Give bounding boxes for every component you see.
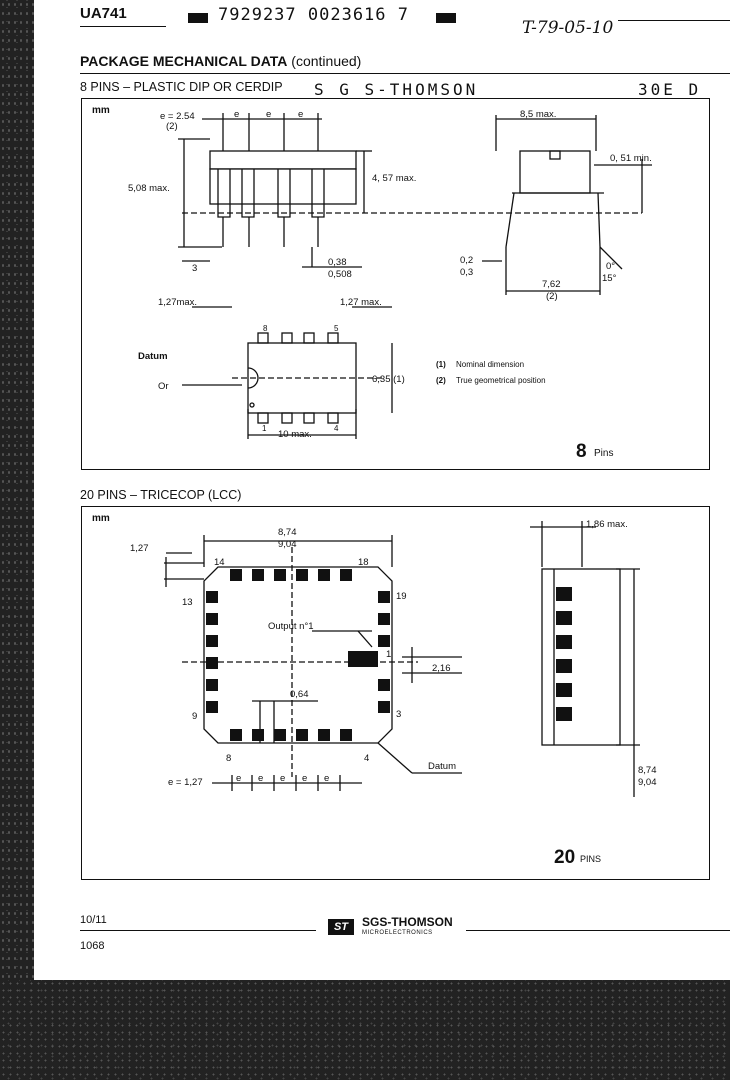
lcc-drawing: mm 8,74 9,04 1,27 14 18 13 19 9 3 8 4 1 … [92, 513, 657, 797]
lcc-output: Output n°1 [268, 621, 314, 632]
dip-pins-text: Pins [594, 448, 614, 459]
lcc-pin1: 1 [386, 649, 391, 660]
dip-lead-038: 0,38 [328, 257, 347, 268]
lcc-dim-127: 1,27 [130, 543, 149, 554]
lcc-pin8: 8 [226, 753, 231, 764]
section-rule [80, 73, 730, 74]
dip-lead-3: 3 [192, 263, 197, 274]
dip-drawing-frame: mm e = 2.54 (2) e e e 5,08 max. 4, 57 ma… [81, 98, 710, 470]
lcc-unit: mm [92, 513, 110, 524]
lcc-heading: 20 PINS – TRICECOP (LCC) [80, 488, 242, 502]
dip-note-2-text: True geometrical position [456, 376, 546, 385]
dip-span-762: 7,62 [542, 279, 561, 290]
barcode-block-right [436, 13, 456, 23]
scan-background-left [0, 0, 34, 980]
dip-height-457: 4, 57 max. [372, 173, 416, 184]
dip-span-note: (2) [546, 291, 558, 302]
lcc-pin18: 18 [358, 557, 369, 568]
footer-rule-left [80, 930, 316, 931]
dip-top-127-right: 1,27 max. [340, 297, 382, 308]
part-number: UA741 [80, 5, 127, 22]
dip-pins-num: 8 [576, 441, 587, 462]
lcc-e-4: e [302, 773, 307, 784]
dip-pin8: 8 [263, 324, 268, 333]
dip-datum: Datum [138, 351, 168, 362]
dip-min-051: 0, 51 min. [610, 153, 652, 164]
dip-pitch-note: (2) [166, 121, 178, 132]
lcc-pin3: 3 [396, 709, 401, 720]
lcc-drawing-frame: mm 8,74 9,04 1,27 14 18 13 19 9 3 8 4 1 … [81, 506, 710, 880]
dip-pin5: 5 [334, 324, 339, 333]
lcc-e-1: e [236, 773, 241, 784]
footer-page-fraction: 10/11 [80, 914, 107, 926]
lcc-side-904: 9,04 [638, 777, 657, 788]
barcode-text: 7929237 0023616 7 [218, 5, 409, 25]
dip-t-02: 0,2 [460, 255, 473, 266]
dip-e-2: e [266, 109, 271, 120]
dip-note-2-num: (2) [436, 376, 446, 385]
stamp-code: 30E D [638, 80, 702, 99]
lcc-pin19: 19 [396, 591, 407, 602]
lcc-pin14: 14 [214, 557, 225, 568]
dip-e-1: e [234, 109, 239, 120]
dip-note-1-text: Nominal dimension [456, 360, 524, 369]
dip-heading: 8 PINS – PLASTIC DIP OR CERDIP [80, 80, 283, 94]
stamp-company: S G S-THOMSON [314, 80, 479, 99]
lcc-dim-904: 9,04 [278, 539, 297, 550]
lcc-pins-num: 20 [554, 847, 576, 868]
handwritten-code: T-79-05-10 [522, 18, 614, 38]
lcc-dim-064: 0,64 [290, 689, 309, 700]
dip-e-3: e [298, 109, 303, 120]
st-logo-icon: ST [328, 919, 354, 935]
lcc-e-5: e [324, 773, 329, 784]
section-title-main: PACKAGE MECHANICAL DATA [80, 53, 288, 69]
dip-unit: mm [92, 105, 110, 116]
dip-width-85: 8,5 max. [520, 109, 556, 120]
lcc-e-3: e [280, 773, 285, 784]
dip-lead-0508: 0,508 [328, 269, 352, 280]
datasheet-page: UA741 7929237 0023616 7 T-79-05-10 PACKA… [34, 0, 730, 980]
lcc-pin4: 4 [364, 753, 369, 764]
footer-page-number: 1068 [80, 940, 105, 952]
lcc-pitch: e = 1,27 [168, 777, 203, 788]
dip-t-03: 0,3 [460, 267, 473, 278]
barcode-block-left [188, 13, 208, 23]
header-underline [80, 26, 166, 27]
footer-logo-main: SGS-THOMSON [362, 915, 453, 929]
dip-drawing: mm e = 2.54 (2) e e e 5,08 max. 4, 57 ma… [92, 105, 652, 440]
dip-height-508: 5,08 max. [128, 183, 170, 194]
lcc-dim-874: 8,74 [278, 527, 297, 538]
section-title: PACKAGE MECHANICAL DATA (continued) [80, 53, 361, 69]
dip-width-635: 6,35 (1) [372, 374, 405, 385]
dip-pin1: 1 [262, 424, 267, 433]
lcc-side-186: 1,86 max. [586, 519, 628, 530]
dip-angle-15: 15° [602, 273, 617, 284]
dip-or: Or [158, 381, 169, 392]
dip-top-127-left: 1,27max. [158, 297, 197, 308]
footer-rule-right [466, 930, 730, 931]
dip-side-top [209, 150, 357, 170]
scan-background-bottom [0, 980, 730, 1080]
dip-length-10: 10 max. [278, 429, 312, 440]
lcc-dim-216: 2,16 [432, 663, 451, 674]
dip-note-1-num: (1) [436, 360, 446, 369]
lcc-e-2: e [258, 773, 263, 784]
header-rule-right [618, 20, 730, 21]
dip-pin4: 4 [334, 424, 339, 433]
section-title-suffix: (continued) [291, 53, 362, 69]
lcc-pin13: 13 [182, 597, 193, 608]
lcc-datum: Datum [428, 761, 456, 772]
dip-angle-0: 0° [606, 261, 615, 272]
lcc-pins-text: PINS [580, 854, 602, 864]
lcc-side-874: 8,74 [638, 765, 657, 776]
lcc-pin9: 9 [192, 711, 197, 722]
dip-pitch: e = 2.54 [160, 111, 195, 122]
footer-logo-sub: MICROELECTRONICS [362, 930, 433, 936]
